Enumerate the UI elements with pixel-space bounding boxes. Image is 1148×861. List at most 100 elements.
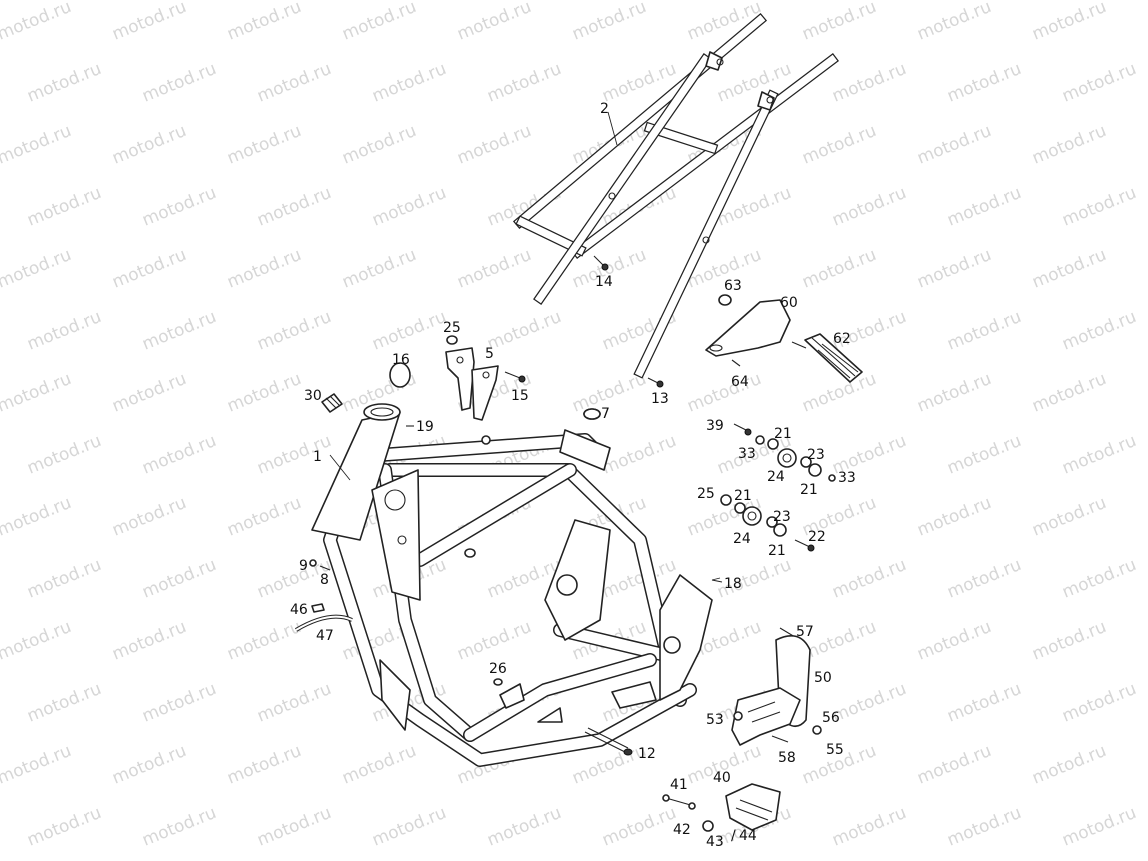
watermark-text: motod.ru bbox=[254, 59, 334, 107]
watermark-text: motod.ru bbox=[0, 369, 74, 417]
watermark-text: motod.ru bbox=[829, 679, 909, 727]
label-5: 5 bbox=[485, 346, 494, 362]
label-21d: 21 bbox=[768, 543, 786, 559]
watermark-text: motod.ru bbox=[1144, 369, 1148, 417]
watermark-text: motod.ru bbox=[914, 121, 994, 169]
label-22: 22 bbox=[808, 529, 826, 545]
label-47: 47 bbox=[316, 628, 334, 644]
main-frame bbox=[311, 403, 713, 767]
watermark-text: motod.ru bbox=[1029, 121, 1109, 169]
svg-text:/: / bbox=[731, 828, 736, 844]
label-50: 50 bbox=[814, 670, 832, 686]
label-56: 56 bbox=[822, 710, 840, 726]
label-23b: 23 bbox=[773, 509, 791, 525]
watermark-text: motod.ru bbox=[944, 431, 1024, 479]
watermark-text: motod.ru bbox=[139, 307, 219, 355]
watermark-text: motod.ru bbox=[1059, 555, 1139, 603]
label-19: 19 bbox=[416, 419, 434, 435]
label-15: 15 bbox=[511, 388, 529, 404]
watermark-text: motod.ru bbox=[24, 555, 104, 603]
watermark-text: motod.ru bbox=[369, 307, 449, 355]
label-24b: 24 bbox=[733, 531, 751, 547]
watermark-text: motod.ru bbox=[224, 121, 304, 169]
watermark-text: motod.ru bbox=[799, 245, 879, 293]
watermark-text: motod.ru bbox=[1144, 493, 1148, 541]
watermark-text: motod.ru bbox=[224, 741, 304, 789]
watermark-text: motod.ru bbox=[1029, 369, 1109, 417]
watermark-text: motod.ru bbox=[1059, 431, 1139, 479]
label-46: 46 bbox=[290, 602, 308, 618]
watermark-text: motod.ru bbox=[109, 617, 189, 665]
watermark-text: motod.ru bbox=[1144, 741, 1148, 789]
watermark-text: motod.ru bbox=[254, 431, 334, 479]
watermark-text: motod.ru bbox=[139, 183, 219, 231]
label-63: 63 bbox=[724, 278, 742, 294]
watermark-text: motod.ru bbox=[484, 803, 564, 851]
watermark-text: motod.ru bbox=[139, 803, 219, 851]
parts-upper bbox=[321, 255, 863, 552]
watermark-text: motod.ru bbox=[484, 59, 564, 107]
label-23a: 23 bbox=[807, 447, 825, 463]
label-7: 7 bbox=[601, 406, 610, 422]
label-40: 40 bbox=[713, 770, 731, 786]
watermark-text: motod.ru bbox=[224, 0, 304, 45]
label-8: 8 bbox=[320, 572, 329, 588]
watermark-text: motod.ru bbox=[1144, 245, 1148, 293]
label-57: 57 bbox=[796, 624, 814, 640]
label-55: 55 bbox=[826, 742, 844, 758]
watermark-text: motod.ru bbox=[109, 369, 189, 417]
watermark-text: motod.ru bbox=[1029, 245, 1109, 293]
watermark-text: motod.ru bbox=[0, 617, 74, 665]
watermark-text: motod.ru bbox=[599, 431, 679, 479]
label-62: 62 bbox=[833, 331, 851, 347]
label-42: 42 bbox=[673, 822, 691, 838]
watermark-text: motod.ru bbox=[944, 803, 1024, 851]
label-16: 16 bbox=[392, 352, 410, 368]
watermark-text: motod.ru bbox=[24, 679, 104, 727]
watermark-text: motod.ru bbox=[369, 59, 449, 107]
watermark-text: motod.ru bbox=[139, 679, 219, 727]
watermark-text: motod.ru bbox=[1059, 803, 1139, 851]
label-14: 14 bbox=[595, 274, 613, 290]
watermark-text: motod.ru bbox=[944, 183, 1024, 231]
watermark-text: motod.ru bbox=[569, 0, 649, 45]
watermark-text: motod.ru bbox=[914, 369, 994, 417]
watermark-text: motod.ru bbox=[1029, 741, 1109, 789]
label-12: 12 bbox=[638, 746, 656, 762]
watermark-text: motod.ru bbox=[224, 493, 304, 541]
watermark-text: motod.ru bbox=[1059, 183, 1139, 231]
label-25b: 25 bbox=[697, 486, 715, 502]
watermark-text: motod.ru bbox=[1144, 617, 1148, 665]
watermark-text: motod.ru bbox=[454, 121, 534, 169]
label-1: 1 bbox=[313, 449, 322, 465]
watermark-text: motod.ru bbox=[454, 617, 534, 665]
parts-lower bbox=[294, 559, 822, 832]
watermark-text: motod.ru bbox=[829, 183, 909, 231]
watermark-text: motod.ru bbox=[829, 803, 909, 851]
watermark-text: motod.ru bbox=[599, 803, 679, 851]
watermark-text: motod.ru bbox=[369, 803, 449, 851]
watermark-text: motod.ru bbox=[24, 307, 104, 355]
watermark-text: motod.ru bbox=[0, 493, 74, 541]
label-43: 43 bbox=[706, 834, 724, 850]
label-26: 26 bbox=[489, 661, 507, 677]
label-9: 9 bbox=[299, 558, 308, 574]
watermark-text: motod.ru bbox=[339, 0, 419, 45]
watermark-text: motod.ru bbox=[139, 431, 219, 479]
watermark-text: motod.ru bbox=[1059, 679, 1139, 727]
watermark-text: motod.ru bbox=[109, 741, 189, 789]
watermark-text: motod.ru bbox=[799, 0, 879, 45]
watermark-text: motod.ru bbox=[254, 307, 334, 355]
watermark-text: motod.ru bbox=[224, 369, 304, 417]
watermark-text: motod.ru bbox=[799, 121, 879, 169]
watermark-text: motod.ru bbox=[139, 555, 219, 603]
watermark-text: motod.ru bbox=[254, 183, 334, 231]
label-60: 60 bbox=[780, 295, 798, 311]
label-30: 30 bbox=[304, 388, 322, 404]
label-33b: 33 bbox=[838, 470, 856, 486]
watermark-text: motod.ru bbox=[454, 245, 534, 293]
watermark-text: motod.ru bbox=[944, 59, 1024, 107]
watermark-text: motod.ru bbox=[1029, 493, 1109, 541]
watermark-text: motod.ru bbox=[339, 245, 419, 293]
